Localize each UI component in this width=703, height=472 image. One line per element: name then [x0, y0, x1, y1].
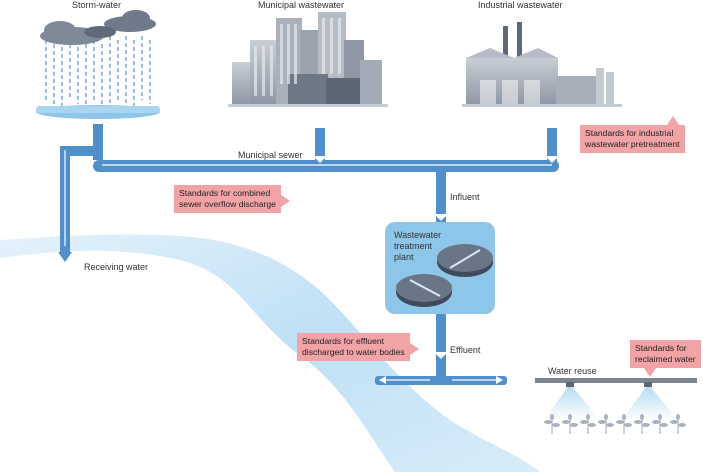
reclaimed-standard-line1: Standards for — [635, 343, 687, 353]
treatment-plant-box — [385, 222, 495, 314]
reclaimed-water-standard: Standards for reclaimed water — [630, 340, 701, 377]
effluent-standard-line1: Standards for effluent — [302, 336, 385, 346]
municipal-sewer-label: Municipal sewer — [238, 150, 303, 160]
cso-standard-line2: sewer overflow discharge — [179, 199, 276, 209]
industrial-wastewater-label: Industrial wastewater — [478, 0, 563, 10]
industrial-plant-illustration — [462, 22, 622, 107]
effluent-standard-line2: discharged to water bodies — [302, 347, 405, 357]
municipal-wastewater-label: Municipal wastewater — [258, 0, 345, 10]
pipe-network — [58, 124, 697, 385]
treatment-plant-line1: Wastewater — [394, 230, 442, 240]
stormwater-illustration — [36, 10, 160, 119]
cso-discharge-standard: Standards for combined sewer overflow di… — [174, 185, 290, 213]
industrial-pretreatment-standard: Standards for industrial wastewater pret… — [580, 116, 685, 153]
effluent-discharge-standard: Standards for effluent discharged to wat… — [297, 333, 419, 361]
treatment-plant-line2: treatment — [394, 241, 433, 251]
water-reuse-illustration — [544, 382, 686, 434]
treatment-plant-line3: plant — [394, 252, 414, 262]
industrial-standard-line2: wastewater pretreatment — [585, 139, 680, 149]
receiving-water-label: Receiving water — [84, 262, 149, 272]
pipe-highlights — [64, 150, 552, 381]
water-reuse-label: Water reuse — [548, 366, 597, 376]
industrial-standard-line1: Standards for industrial — [585, 128, 674, 138]
cso-standard-line1: Standards for combined — [179, 188, 271, 198]
discharge-arrows — [379, 376, 503, 384]
receiving-water-river — [0, 234, 540, 472]
reclaimed-standard-line2: reclaimed water — [635, 354, 696, 364]
treatment-plant-label: Wastewater treatment plant — [394, 230, 441, 263]
municipal-buildings-illustration — [228, 12, 388, 107]
stormwater-label: Storm-water — [72, 0, 122, 10]
effluent-label: Effluent — [450, 345, 481, 355]
influent-label: Influent — [450, 192, 480, 202]
